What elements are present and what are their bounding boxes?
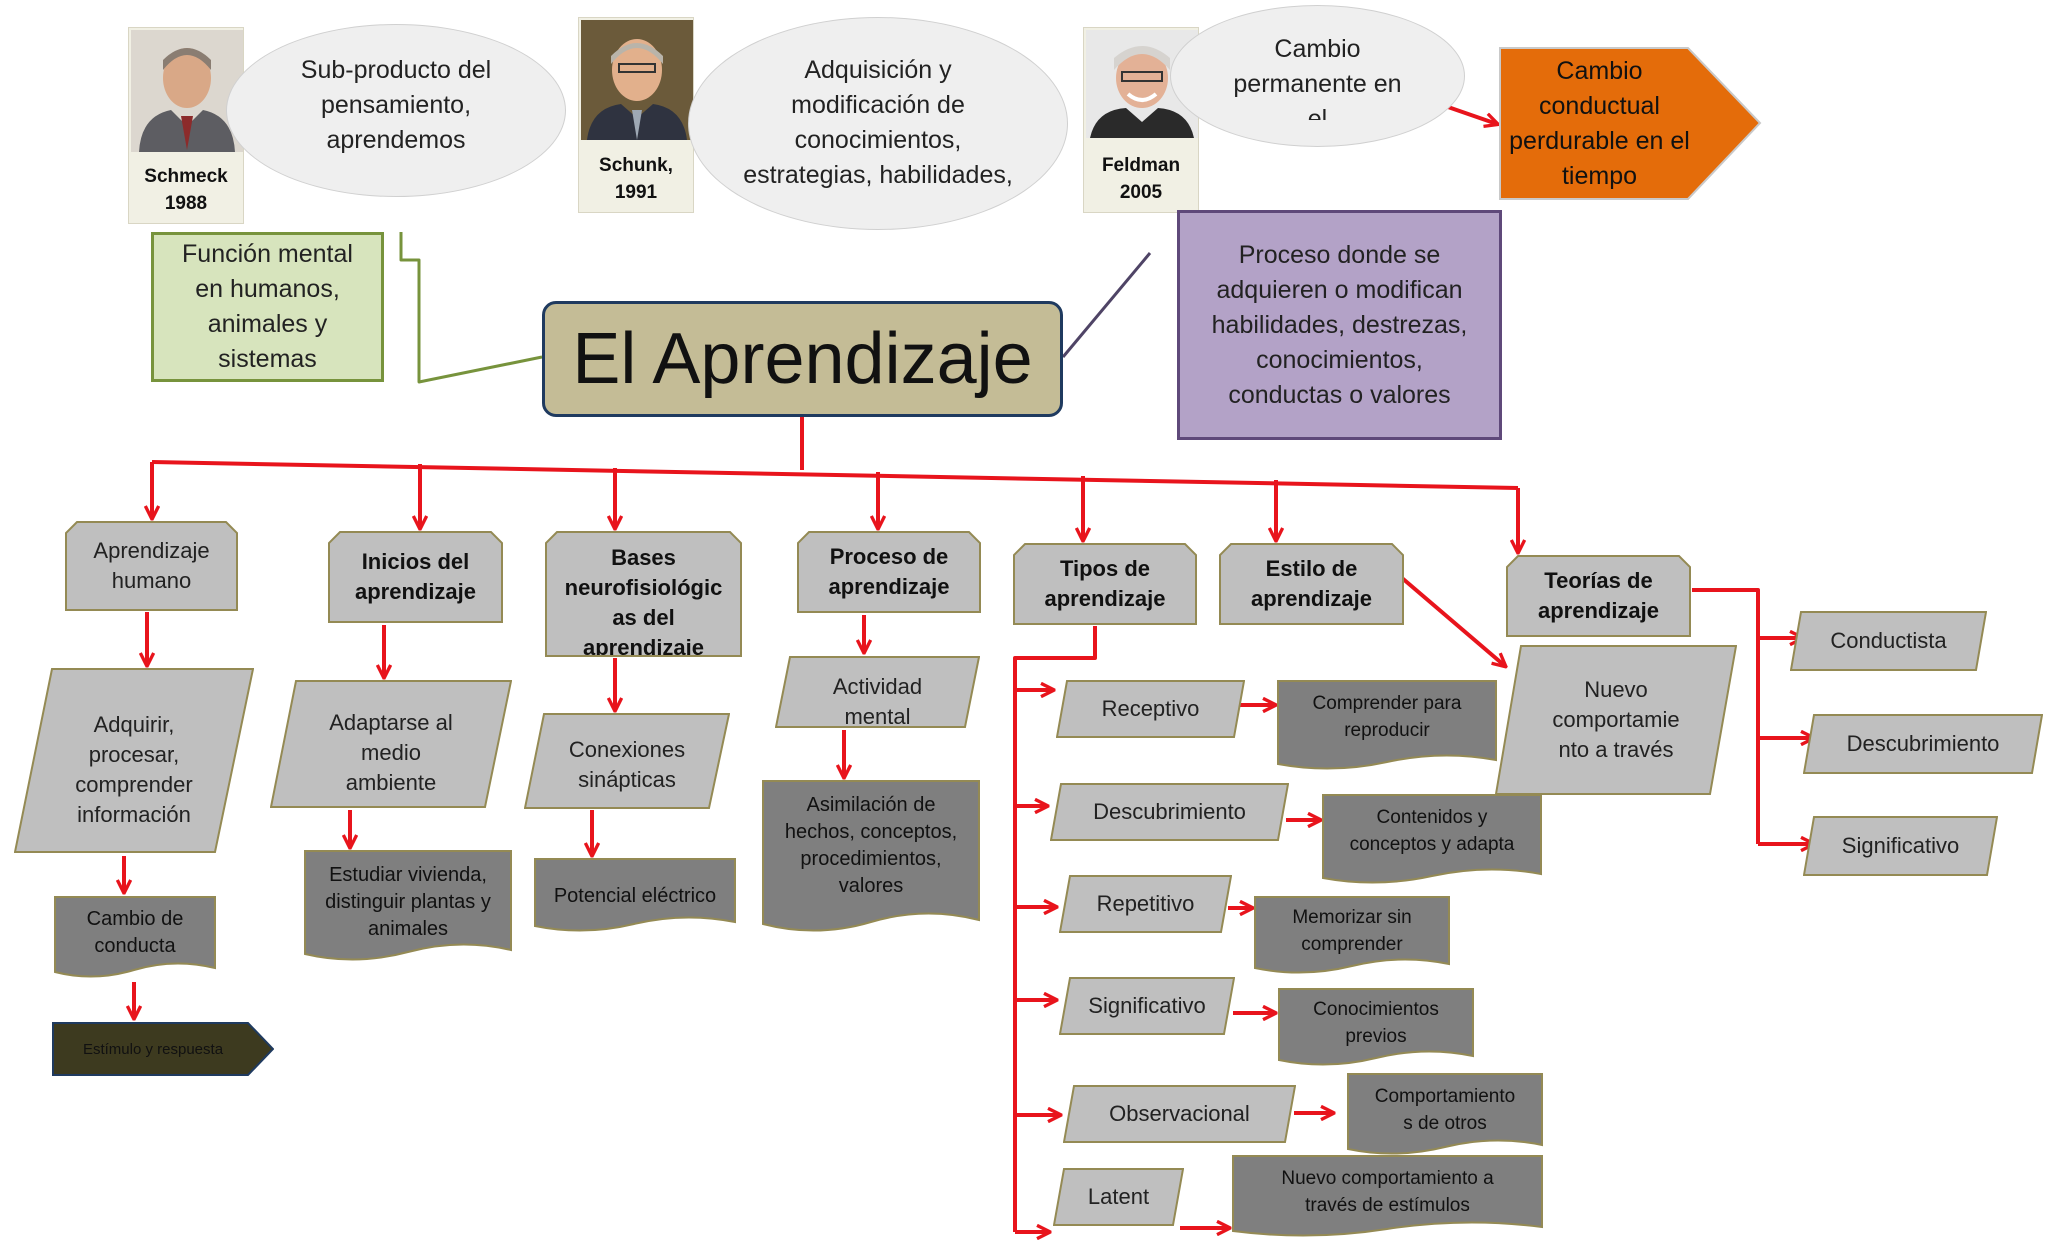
funcion-mental-box: Función mental en humanos, animales y si… (151, 232, 384, 382)
schmeck-portrait (131, 30, 243, 152)
tipo-label: Observacional (1099, 1097, 1260, 1131)
nuevo-comportamiento-text: Nuevo comportamie nto a través (1542, 671, 1689, 769)
adaptarse-text: Adaptarse al medio ambiente (319, 680, 463, 802)
tipo-receptivo: Receptivo (1056, 680, 1245, 738)
teoria-descubrimiento: Descubrimiento (1803, 714, 2043, 774)
actividad-text: Actividad mental (823, 656, 932, 726)
cambio-conductual-text: Cambio conductual perdurable en el tiemp… (1501, 46, 1760, 194)
connector-31 (1402, 578, 1505, 666)
conexiones-box: Conexiones sinápticas (524, 713, 730, 809)
cambio-conducta-box: Cambio de conducta (54, 896, 216, 980)
tipo-latent: Latent (1053, 1168, 1184, 1226)
tipo-desc: Comportamiento s de otros (1365, 1073, 1525, 1141)
adquirir-box: Adquirir, procesar, comprender informaci… (14, 668, 254, 853)
branch-bases: Bases neurofisiológic as del aprendizaje (545, 531, 742, 657)
adaptarse-box: Adaptarse al medio ambiente (270, 680, 512, 808)
proceso-definicion-box: Proceso donde se adquieren o modifican h… (1177, 210, 1502, 440)
quote-oval-schunk: Adquisición y modificación de conocimien… (688, 17, 1068, 230)
cambio-conductual-arrow: Cambio conductual perdurable en el tiemp… (1498, 46, 1763, 201)
branch-label: Aprendizaje humano (83, 532, 219, 600)
connector-1 (152, 462, 1518, 488)
estudiar-box: Estudiar vivienda, distinguir plantas y … (304, 850, 512, 966)
potencial-box: Potencial eléctrico (534, 858, 736, 934)
branch-estilo: Estilo de aprendizaje (1219, 543, 1404, 625)
author-card-schmeck: Schmeck 1988 (128, 27, 244, 224)
teoria-conductista: Conductista (1790, 611, 1987, 671)
asimilacion-box: Asimilación de hechos, conceptos, proced… (762, 780, 980, 937)
teoria-label: Descubrimiento (1837, 727, 2010, 761)
cambio-conducta-text: Cambio de conducta (77, 896, 194, 964)
tipo-significativo: Significativo (1059, 977, 1235, 1035)
tipo-desc: Nuevo comportamiento a través de estímul… (1271, 1155, 1503, 1223)
author-caption-schmeck: Schmeck 1988 (129, 163, 243, 217)
branch-proceso: Proceso de aprendizaje (797, 531, 981, 613)
tipo-label: Significativo (1078, 989, 1215, 1023)
asimilacion-text: Asimilación de hechos, conceptos, proced… (775, 780, 967, 904)
tipo-label: Descubrimiento (1083, 795, 1256, 829)
potencial-text: Potencial eléctrico (544, 879, 726, 914)
quote-text-feldman: Cambio permanente en el (1233, 32, 1401, 120)
connector-38 (1063, 253, 1150, 357)
branch-label: Bases neurofisiológic as del aprendizaje (555, 531, 733, 655)
branch-label: Inicios del aprendizaje (345, 543, 486, 611)
estudiar-text: Estudiar vivienda, distinguir plantas y … (315, 850, 501, 947)
tipo-repetitivo: Repetitivo (1059, 875, 1232, 933)
tipo-significativo-desc: Conocimientos previos (1278, 988, 1474, 1068)
conexiones-text: Conexiones sinápticas (559, 713, 695, 799)
connector-37 (401, 232, 542, 382)
tipo-label: Repetitivo (1087, 887, 1205, 921)
tipo-desc: Contenidos y conceptos y adapta (1340, 794, 1525, 862)
tipo-receptivo-desc: Comprender para reproducir (1277, 680, 1497, 773)
teoria-label: Significativo (1832, 829, 1969, 863)
estimulo-respuesta-text: Estímulo y respuesta (73, 1037, 253, 1062)
tipo-repetitivo-desc: Memorizar sin comprender (1254, 896, 1450, 976)
branch-tipos: Tipos de aprendizaje (1013, 543, 1197, 625)
quote-text-schunk: Adquisición y modificación de conocimien… (743, 53, 1013, 193)
branch-label: Proceso de aprendizaje (818, 538, 959, 606)
teoria-label: Conductista (1820, 624, 1956, 658)
tipo-desc: Conocimientos previos (1303, 988, 1449, 1054)
tipo-observacional: Observacional (1063, 1085, 1296, 1143)
branch-label: Tipos de aprendizaje (1034, 550, 1175, 618)
quote-oval-schmeck: Sub-producto del pensamiento, aprendemos (226, 24, 566, 197)
tipo-latent-desc: Nuevo comportamiento a través de estímul… (1232, 1155, 1543, 1239)
branch-inicios: Inicios del aprendizaje (328, 531, 503, 623)
adquirir-text: Adquirir, procesar, comprender informaci… (65, 668, 202, 834)
nuevo-comportamiento-box: Nuevo comportamie nto a través (1495, 645, 1737, 795)
tipo-descubrimiento: Descubrimiento (1050, 783, 1289, 841)
tipo-observacional-desc: Comportamiento s de otros (1347, 1073, 1543, 1157)
tipo-desc: Memorizar sin comprender (1282, 896, 1421, 962)
estimulo-respuesta-arrow: Estímulo y respuesta (52, 1022, 274, 1076)
quote-text-schmeck: Sub-producto del pensamiento, aprendemos (301, 53, 491, 158)
branch-label: Estilo de aprendizaje (1241, 550, 1382, 618)
author-card-schunk: Schunk, 1991 (578, 17, 694, 213)
schunk-portrait (581, 20, 693, 140)
actividad-box: Actividad mental (775, 656, 980, 728)
teoria-significativo: Significativo (1803, 816, 1998, 876)
author-caption-feldman: Feldman 2005 (1084, 152, 1198, 206)
central-topic: El Aprendizaje (542, 301, 1063, 417)
connector-36 (1448, 107, 1497, 124)
branch-teorias: Teorías de aprendizaje (1506, 555, 1691, 637)
tipo-descubrimiento-desc: Contenidos y conceptos y adapta (1322, 794, 1542, 886)
tipo-label: Latent (1078, 1180, 1159, 1214)
tipo-desc: Comprender para reproducir (1303, 680, 1472, 748)
branch-label: Teorías de aprendizaje (1528, 562, 1669, 630)
quote-oval-feldman: Cambio permanente en el (1170, 5, 1465, 147)
branch-aprendizaje-humano: Aprendizaje humano (65, 521, 238, 611)
author-caption-schunk: Schunk, 1991 (579, 152, 693, 206)
tipo-label: Receptivo (1092, 692, 1210, 726)
